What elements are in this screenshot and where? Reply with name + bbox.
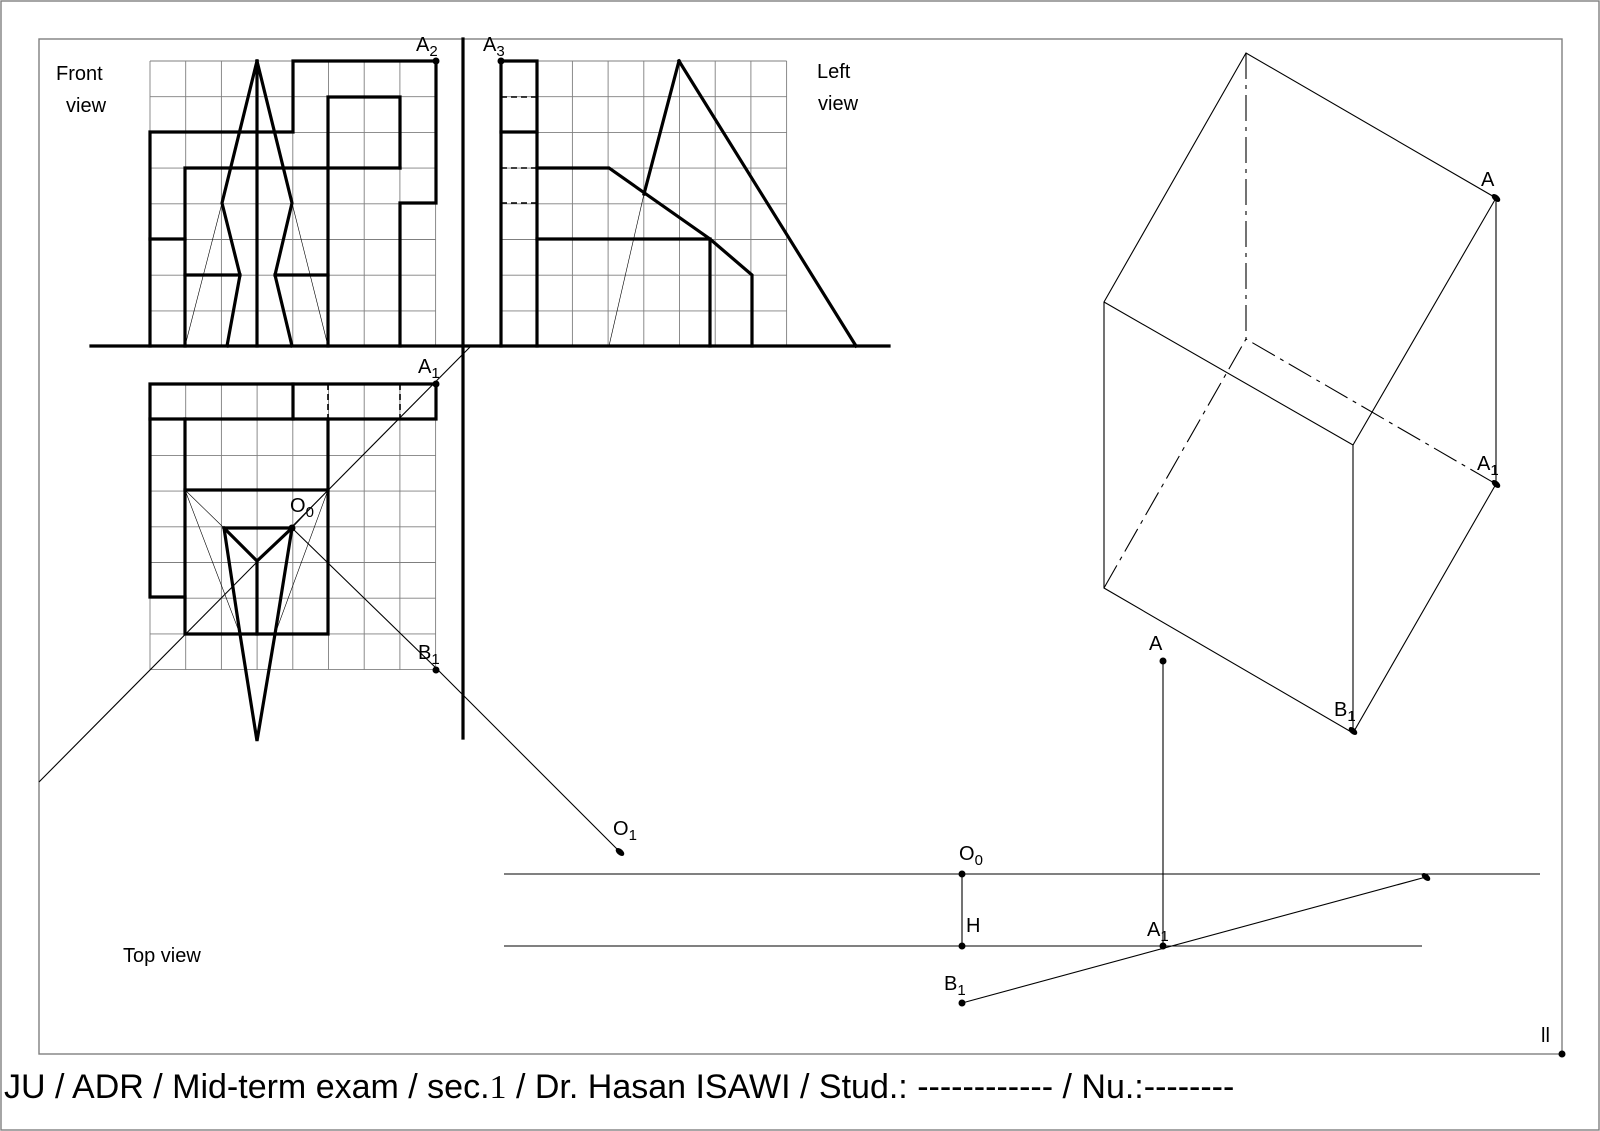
diagonal-45-line [38, 345, 472, 783]
label-a1-line: A1 [1147, 919, 1169, 945]
label-a2: A2 [416, 34, 438, 60]
label-a1-box: A1 [1477, 453, 1499, 479]
label-b1-box: B1 [1334, 699, 1356, 725]
label-b1-top: B1 [418, 642, 440, 668]
label-a-vertical: A [1149, 633, 1163, 655]
left-view-grid [500, 60, 788, 348]
left-view-shape [499, 58, 859, 349]
label-a3: A3 [483, 34, 505, 60]
corner-mark: ll [1541, 1025, 1550, 1047]
footer-title: JU / ADR / Mid-term exam / sec.1 / Dr. H… [4, 1068, 1234, 1106]
label-o0-line: O0 [959, 843, 983, 869]
perspective-box [1103, 52, 1497, 734]
label-h: H [966, 915, 980, 937]
label-a-box: A [1481, 169, 1495, 191]
front-view-title-line2: view [66, 95, 107, 117]
label-a1-top: A1 [418, 356, 440, 382]
construction-lines [504, 661, 1540, 1004]
left-view-title-line2: view [818, 93, 859, 115]
front-view-shape [148, 59, 438, 348]
label-o0-top: O0 [290, 495, 314, 521]
front-view-title-line1: Front [56, 63, 103, 85]
label-b1-line: B1 [944, 973, 966, 999]
top-view-title: Top view [123, 945, 201, 967]
drawing-frame [38, 38, 1563, 1055]
label-o1: O1 [613, 818, 637, 844]
point-markers [288, 57, 1566, 1058]
left-view-title-line1: Left [817, 61, 851, 83]
top-view-shape [148, 382, 621, 853]
